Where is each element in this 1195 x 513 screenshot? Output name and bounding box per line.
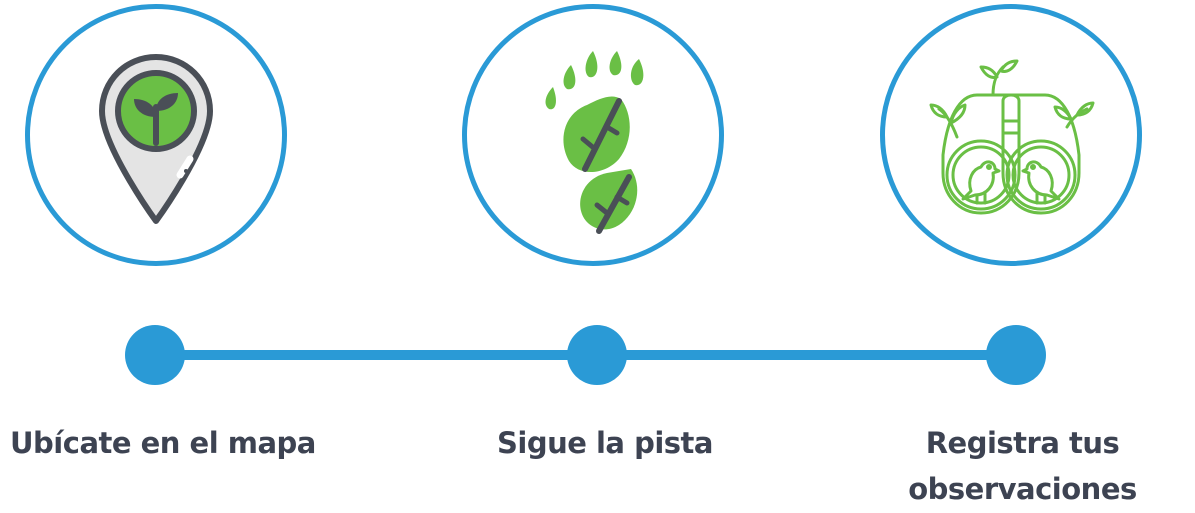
footprint-leaf-icon bbox=[545, 51, 644, 234]
map-pin-plant-icon bbox=[99, 54, 213, 224]
step-3-circle bbox=[880, 4, 1142, 266]
step-1-circle bbox=[25, 4, 287, 266]
binoculars-bird-icon bbox=[929, 59, 1095, 215]
timeline-dot-1 bbox=[125, 325, 185, 385]
timeline-dot-2 bbox=[567, 325, 627, 385]
step-3-label: Registra tus observaciones bbox=[908, 426, 1137, 506]
timeline-dot-3 bbox=[986, 325, 1046, 385]
step-2-circle bbox=[462, 4, 724, 266]
step-1-label: Ubícate en el mapa bbox=[10, 426, 316, 460]
step-2-label: Sigue la pista bbox=[497, 426, 714, 460]
